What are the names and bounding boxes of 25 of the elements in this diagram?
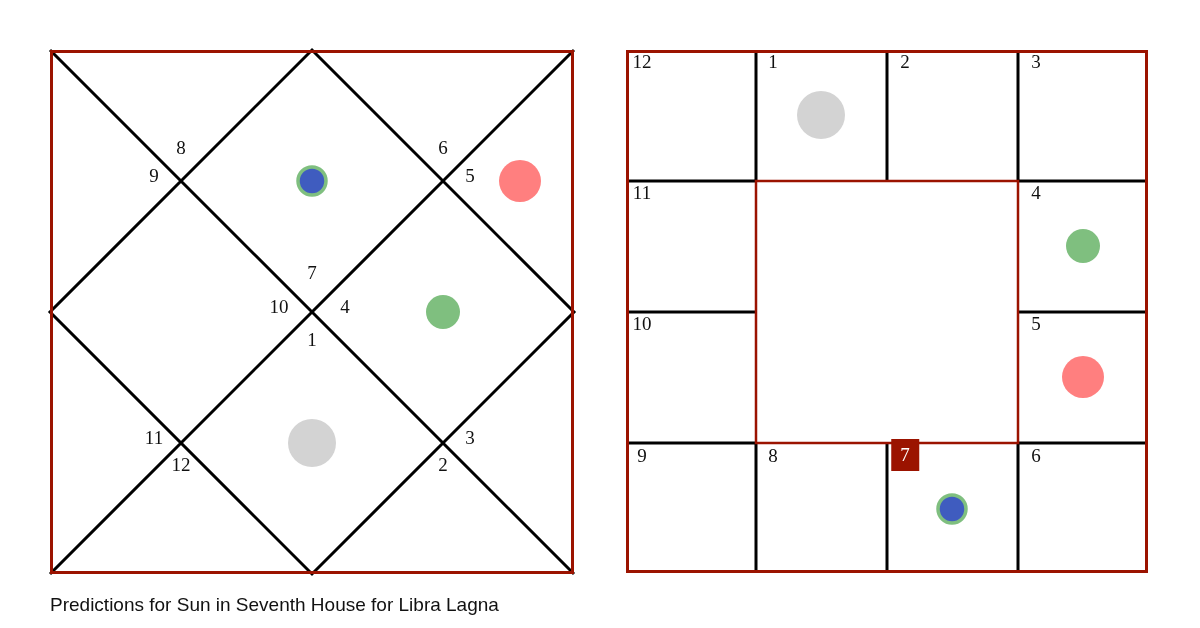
highlighted-house-number: 7 [891, 439, 919, 471]
house-number: 4 [1031, 182, 1041, 202]
house-number: 7 [307, 262, 317, 282]
house-number: 3 [1031, 51, 1041, 71]
house-number: 6 [438, 137, 448, 157]
house-number: 5 [465, 165, 475, 185]
house-number: 10 [632, 313, 652, 333]
house-number: 4 [340, 296, 350, 316]
house-number: 1 [768, 51, 778, 71]
house-number: 12 [171, 454, 191, 474]
house-number: 2 [900, 51, 910, 71]
house-number: 9 [637, 445, 647, 465]
house-number: 3 [465, 427, 475, 447]
house-number: 11 [632, 182, 652, 202]
house-number: 11 [144, 427, 164, 447]
house-number: 5 [1031, 313, 1041, 333]
house-number: 1 [307, 329, 317, 349]
house-number: 10 [269, 296, 289, 316]
house-number: 8 [176, 137, 186, 157]
house-number: 2 [438, 454, 448, 474]
house-number: 8 [768, 445, 778, 465]
house-number: 9 [149, 165, 159, 185]
caption: Predictions for Sun in Seventh House for Libra Lagna [50, 594, 499, 616]
house-number: 6 [1031, 445, 1041, 465]
house-number: 12 [632, 51, 652, 71]
